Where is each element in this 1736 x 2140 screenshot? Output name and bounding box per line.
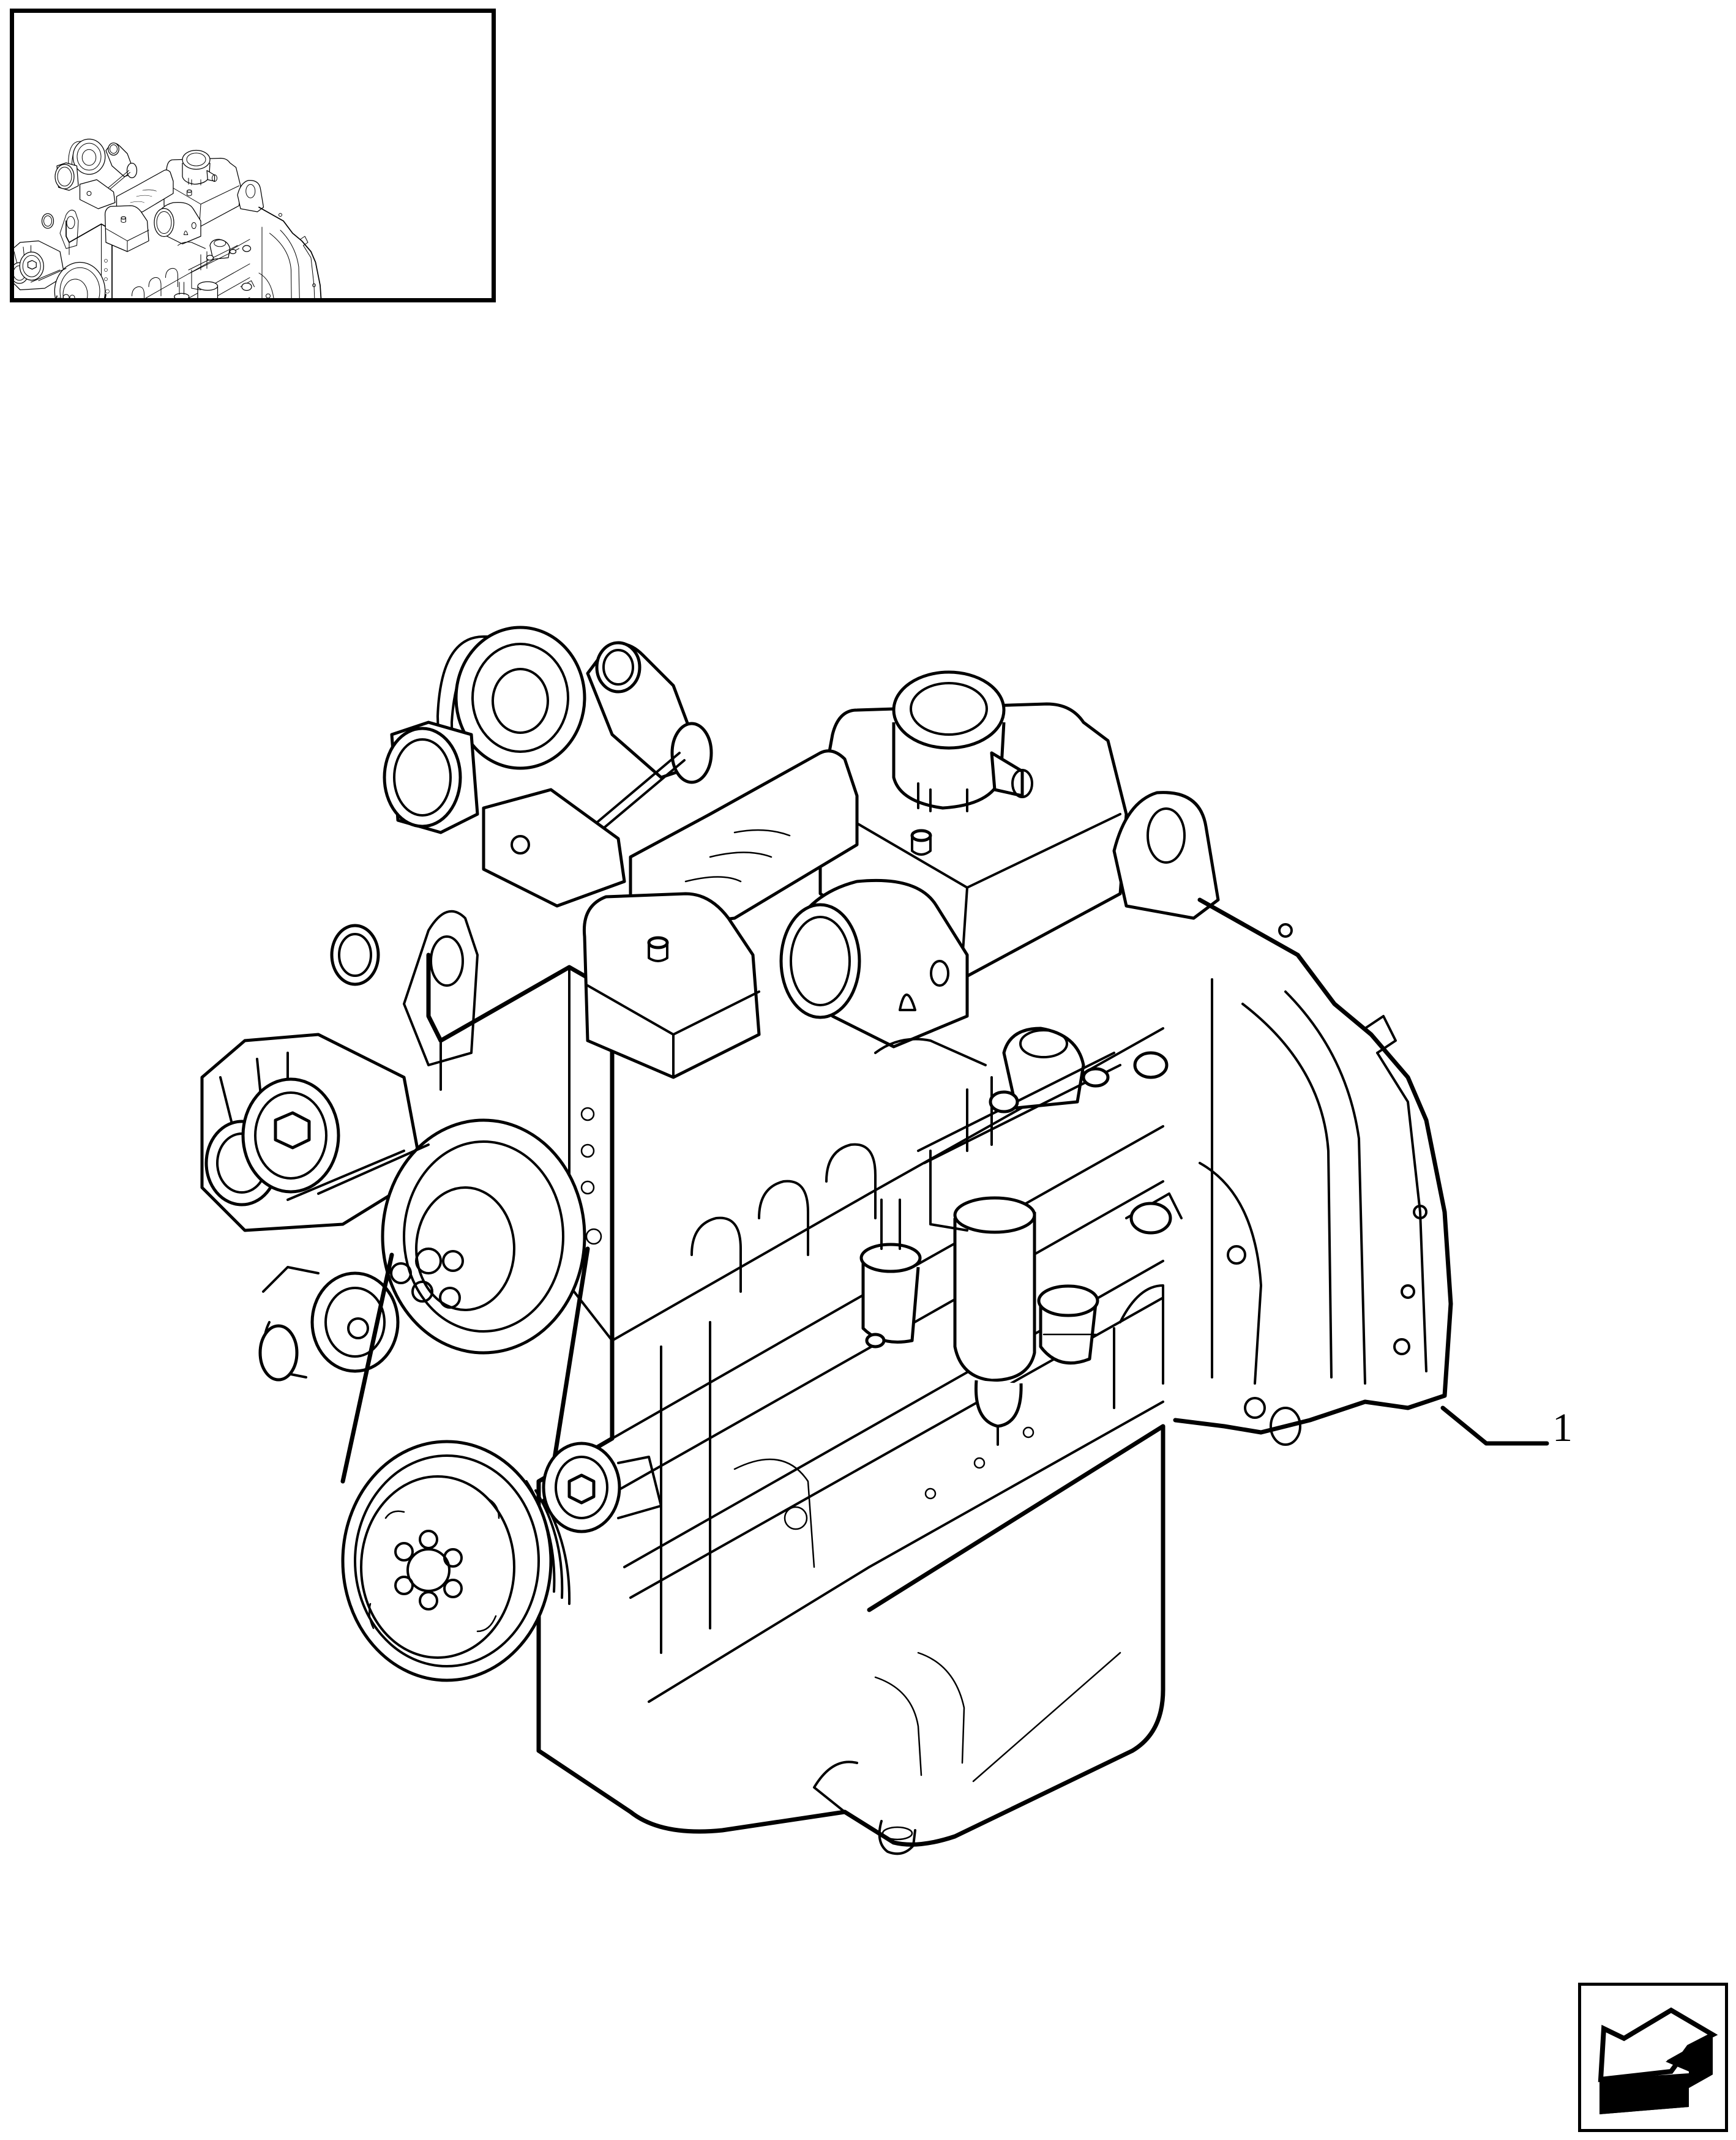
navigation-button[interactable]: [1578, 1983, 1728, 2132]
engine-assembly[interactable]: [202, 627, 1451, 1854]
arrow-return-icon: [1598, 2007, 1718, 2114]
callout-leader-line-1: [1440, 1405, 1549, 1446]
overview-thumbnail[interactable]: [10, 9, 496, 302]
callout-number-1[interactable]: 1: [1552, 1405, 1573, 1450]
